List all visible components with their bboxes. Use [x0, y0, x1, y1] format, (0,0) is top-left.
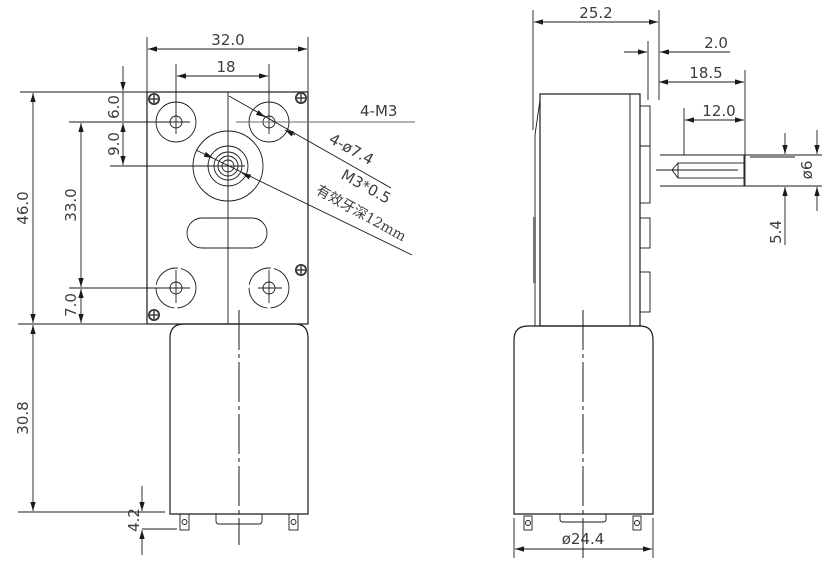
dim-flat: 5.4	[767, 220, 785, 244]
screw-icon	[147, 92, 161, 106]
dim-shaft-length: 18.5	[689, 64, 722, 82]
gearbox-body-side	[539, 93, 641, 327]
dim-width-overall: 32.0	[211, 31, 244, 49]
callout-4-m3: 4-M3	[360, 102, 397, 120]
front-view: 32.0 18 46.0 6.0 9.0 33.0 7.0 30.8 4.2 4…	[14, 31, 415, 555]
dim-top-to-hole: 6.0	[105, 95, 123, 119]
dim-height-gearbox: 46.0	[14, 191, 32, 224]
dim-bottom-to-hole: 7.0	[62, 293, 80, 317]
dim-hole-spacing-v: 33.0	[62, 188, 80, 221]
dim-motor-length: 30.8	[14, 401, 32, 434]
dim-depth-gearbox: 25.2	[579, 4, 612, 22]
dim-hole-spacing-h: 18	[216, 58, 235, 76]
side-view: 25.2 2.0 18.5 12.0 ø6 5.4 ø24.4	[513, 4, 822, 558]
dim-flat-length: 12.0	[702, 102, 735, 120]
dim-shaft-diameter: ø6	[798, 161, 816, 180]
screw-icon	[147, 308, 161, 322]
dim-motor-diameter: ø24.4	[562, 530, 605, 548]
callout-bosses: 4-ø7.4	[326, 130, 377, 169]
motor-body-side	[513, 325, 654, 515]
screw-icon	[294, 91, 308, 105]
dim-hole-to-shaft: 9.0	[105, 132, 123, 156]
dim-terminal-length: 4.2	[125, 508, 143, 532]
dim-flange-thickness: 2.0	[704, 34, 728, 52]
screw-icon	[294, 263, 308, 277]
motor-body-front	[169, 323, 309, 515]
